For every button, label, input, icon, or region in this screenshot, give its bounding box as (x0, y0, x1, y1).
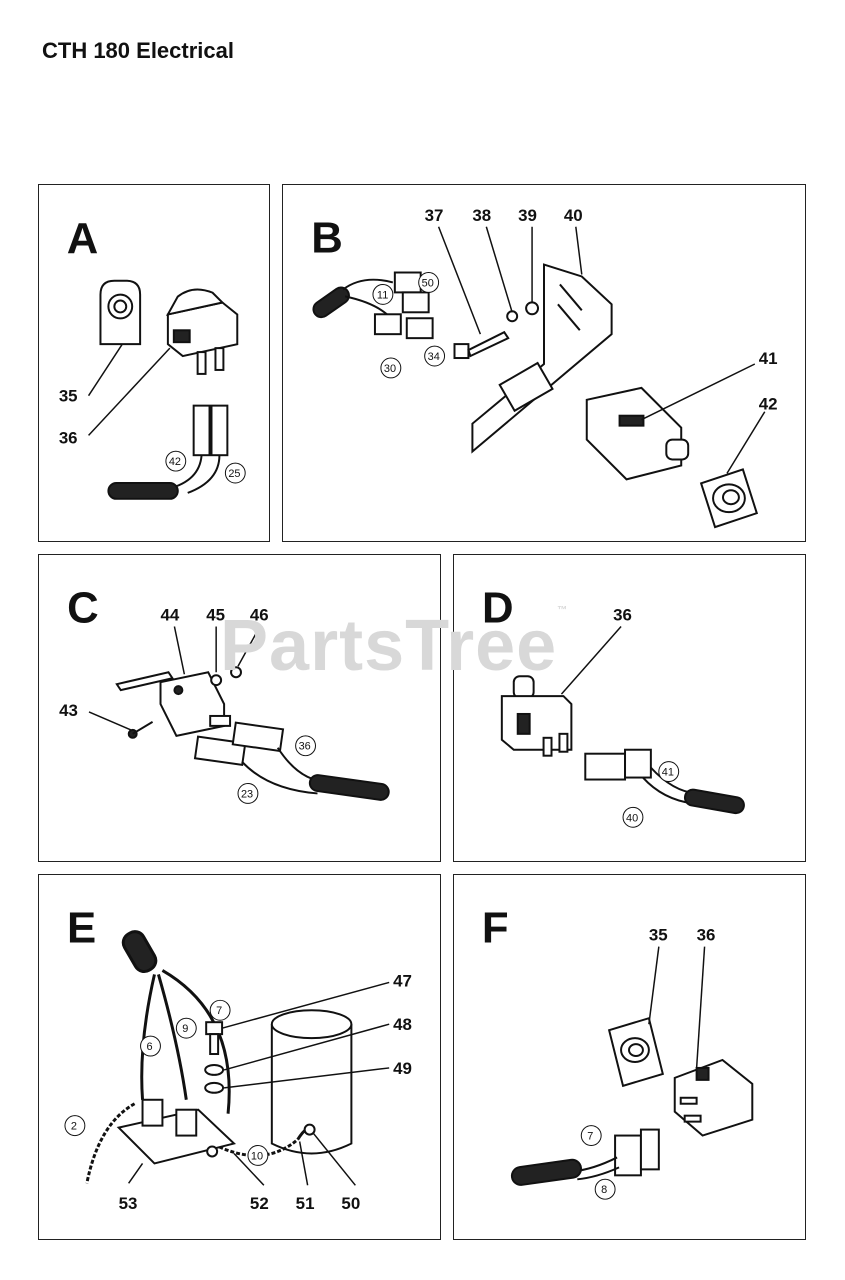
panel-e: E (38, 874, 441, 1240)
panel-e-drawing: E (64, 904, 412, 1213)
circled-36: 36 (299, 741, 311, 753)
harness-part (312, 271, 434, 340)
callout-39: 39 (518, 206, 537, 225)
circled-34: 34 (428, 351, 440, 363)
callout-45: 45 (206, 606, 225, 625)
panel-d-label: D (482, 584, 514, 633)
panel-b-drawing: B (311, 206, 778, 529)
callout-37: 37 (425, 206, 444, 225)
circled-9: 9 (182, 1023, 188, 1035)
panel-a: A 35 36 42 25 (38, 184, 270, 542)
circled-25: 25 (228, 468, 240, 480)
circled-50: 50 (422, 277, 434, 289)
switch-part (673, 1058, 754, 1137)
connector-part (107, 404, 229, 500)
panel-d-drawing: D 36 41 40 (482, 584, 745, 828)
circled-42: 42 (169, 456, 181, 468)
callout-52: 52 (250, 1194, 269, 1213)
callout-36: 36 (697, 926, 716, 945)
bolt-part (453, 301, 540, 360)
solenoid-base-part (116, 1098, 237, 1165)
callout-38: 38 (472, 206, 491, 225)
panel-c-drawing: C 44 45 46 43 (59, 584, 390, 804)
bolt-part (204, 1021, 316, 1136)
grommet-part (99, 279, 142, 346)
circled-41: 41 (662, 767, 674, 779)
panel-d: D 36 41 40 (453, 554, 806, 862)
switch-part (165, 288, 239, 375)
callout-36: 36 (59, 428, 78, 447)
switch-part (585, 386, 690, 481)
solenoid-cylinder-part (270, 1009, 353, 1155)
callout-41: 41 (759, 349, 778, 368)
panel-f-label: F (482, 904, 509, 953)
circled-23: 23 (241, 788, 253, 800)
screw-part (127, 721, 154, 739)
circled-2: 2 (71, 1121, 77, 1133)
circled-8: 8 (601, 1184, 607, 1196)
watermark-text: PartsTree (220, 606, 558, 686)
callout-36: 36 (613, 606, 632, 625)
callout-48: 48 (393, 1015, 412, 1034)
callout-53: 53 (119, 1194, 138, 1213)
panel-c: C 44 45 46 43 (38, 554, 441, 862)
bracket-part (471, 263, 613, 454)
connector-part (193, 721, 390, 801)
connector-part (510, 1128, 660, 1186)
boot-part (699, 468, 759, 529)
callout-51: 51 (296, 1194, 315, 1213)
panel-c-label: C (67, 584, 99, 633)
callout-46: 46 (250, 606, 269, 625)
callout-43: 43 (59, 701, 78, 720)
circled-10: 10 (251, 1150, 263, 1162)
circled-30: 30 (384, 363, 396, 375)
callout-49: 49 (393, 1059, 412, 1078)
microswitch-part (115, 666, 242, 737)
circled-7: 7 (587, 1131, 593, 1143)
page-title: CTH 180 Electrical (42, 38, 234, 63)
circled-7: 7 (216, 1005, 222, 1017)
panel-f-drawing: F 35 36 7 8 (482, 904, 754, 1200)
watermark-trademark: ™ (557, 605, 569, 616)
panel-b-label: B (311, 214, 343, 263)
switch-part (500, 675, 573, 757)
panel-f: F 35 36 7 8 (453, 874, 806, 1240)
panel-e-label: E (67, 904, 96, 953)
callout-35: 35 (649, 926, 668, 945)
panel-b: B (282, 184, 806, 542)
panel-a-drawing: A 35 36 42 25 (59, 215, 246, 500)
callout-40: 40 (564, 206, 583, 225)
circled-11: 11 (377, 289, 388, 301)
callout-47: 47 (393, 971, 412, 990)
callout-50: 50 (341, 1194, 360, 1213)
connector-part (584, 748, 745, 815)
callout-42: 42 (759, 395, 778, 414)
callout-44: 44 (161, 606, 180, 625)
callout-35: 35 (59, 387, 78, 406)
circled-40: 40 (626, 812, 638, 824)
watermark: PartsTree™ (220, 605, 568, 687)
circled-6: 6 (147, 1041, 153, 1053)
panel-a-label: A (67, 215, 99, 263)
grommet-part (607, 1016, 665, 1088)
